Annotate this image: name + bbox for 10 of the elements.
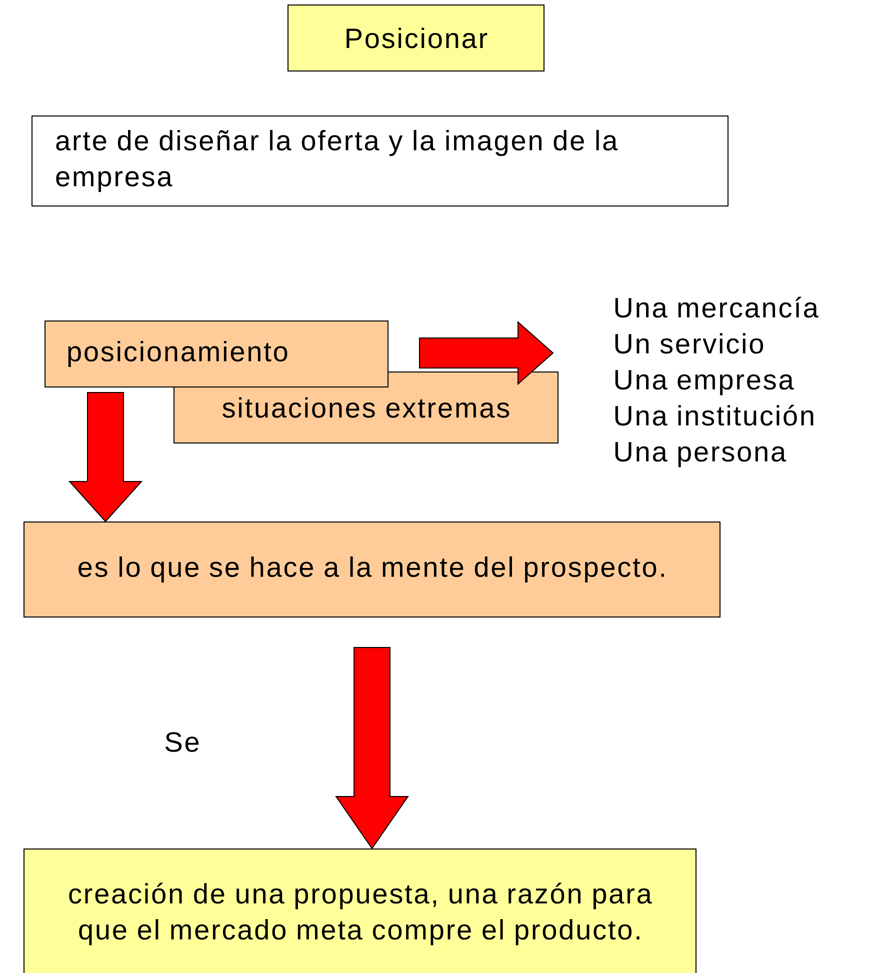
result-box: creación de una propuesta, una razón para que el mercado meta compre el producto. bbox=[24, 848, 697, 973]
block-arrow bbox=[335, 647, 409, 850]
definition-box: arte de diseñar la oferta y la imagen de la empresa bbox=[32, 116, 728, 206]
statement-box: es lo que se hace a la mente del prospecto. bbox=[24, 522, 721, 618]
block-arrow bbox=[68, 392, 143, 522]
block-arrow bbox=[419, 320, 554, 386]
concept-box: posicionamiento bbox=[44, 320, 388, 388]
title-box: Posicionar bbox=[288, 4, 544, 72]
side-label: Se bbox=[165, 732, 199, 752]
item-list: Una mercancía Un servicio Una empresa Una institución Una persona bbox=[615, 296, 818, 468]
